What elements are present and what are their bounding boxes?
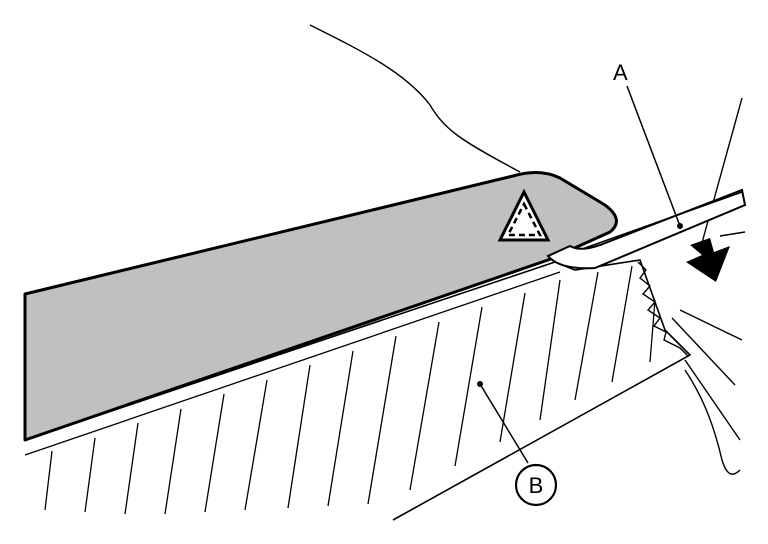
hazard-triangle-icon bbox=[497, 188, 551, 242]
context-line-right-mid bbox=[679, 309, 743, 341]
context-line-top bbox=[309, 24, 521, 173]
context-lines bbox=[309, 24, 746, 475]
context-line-right-curve bbox=[684, 369, 741, 475]
clip-rail-body bbox=[546, 188, 747, 270]
leader-dot-a bbox=[677, 223, 683, 229]
context-line-right-mid2 bbox=[671, 317, 736, 386]
trim-body-edge bbox=[24, 271, 561, 456]
leader-dot-b bbox=[477, 381, 483, 387]
context-line-right-upper bbox=[699, 97, 743, 251]
context-line-right-short bbox=[719, 231, 746, 237]
callout-b-circle bbox=[514, 463, 558, 507]
callout-a-label: A bbox=[613, 60, 628, 85]
clip-rail-inner bbox=[584, 191, 743, 249]
clip-rail bbox=[546, 188, 747, 270]
grey-cover-panel bbox=[23, 171, 618, 442]
leader-line-b bbox=[479, 383, 529, 464]
pull-down-arrow-icon bbox=[686, 238, 730, 282]
callout-b-label: B bbox=[529, 473, 544, 498]
context-line-right-low bbox=[684, 359, 741, 441]
trim-hatch bbox=[44, 265, 656, 515]
torn-edge bbox=[637, 261, 689, 357]
leader-line-a bbox=[626, 85, 681, 227]
